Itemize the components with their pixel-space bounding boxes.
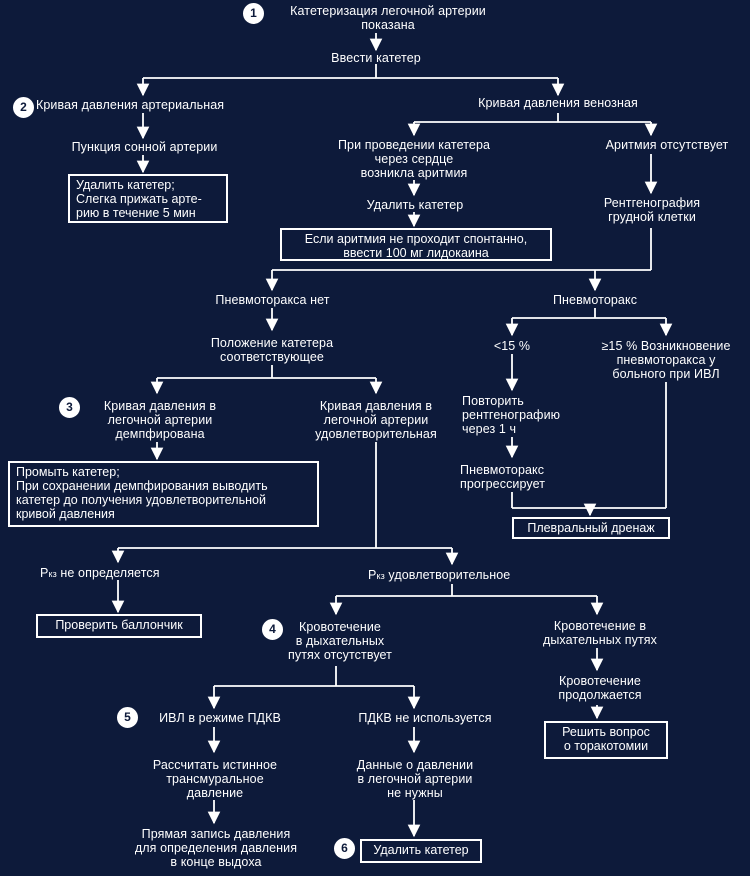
node-carotid-puncture: Пункция сонной артерии — [71, 140, 218, 154]
box-flush-catheter: Промыть катетер; При сохранении демпфиро… — [8, 461, 319, 527]
node-pkz-satisfactory: Pкз удовлетворительное — [368, 568, 511, 582]
node-repeat-xray: Повторить рентгенографию через 1 ч — [462, 394, 561, 436]
node-direct-recording: Прямая запись давления для определения д… — [134, 827, 298, 869]
box-remove-catheter-final: Удалить катетер — [360, 839, 482, 863]
node-15-or-more-ventilated: ≥15 % Возникновение пневмоторакса у боль… — [601, 339, 731, 381]
node-no-pneumothorax: Пневмоторакса нет — [215, 293, 330, 307]
node-pneumothorax: Пневмоторакс — [552, 293, 638, 307]
node-insert-catheter: Ввести катетер — [331, 51, 421, 65]
box-thoracotomy: Решить вопрос о торакотомии — [544, 721, 668, 759]
node-pkz-not-determined: Pкз не определяется — [40, 566, 160, 580]
step-number-1: 1 — [243, 3, 264, 24]
box-check-balloon: Проверить баллончик — [36, 614, 202, 638]
pkz-subscript: кз — [376, 571, 385, 581]
node-venous-pressure-curve: Кривая давления венозная — [478, 96, 638, 110]
node-satisfactory-curve: Кривая давления в легочной артерии удовл… — [315, 399, 437, 441]
pkz-satisfactory-text: удовлетворительное — [388, 568, 511, 582]
node-remove-catheter: Удалить катетер — [366, 198, 464, 212]
node-no-airway-bleeding: Кровотечение в дыхательных путях отсутст… — [288, 620, 392, 662]
pkz-not-determined-text: не определяется — [60, 566, 160, 580]
node-catheter-position-ok: Положение катетера соответствующее — [210, 336, 334, 364]
step-number-4: 4 — [262, 619, 283, 640]
node-arrhythmia-absent: Аритмия отсутствует — [605, 138, 729, 152]
step-number-2: 2 — [13, 97, 34, 118]
step-number-3: 3 — [59, 397, 80, 418]
box-remove-catheter-press-artery: Удалить катетер; Слегка прижать арте- ри… — [68, 174, 228, 223]
box-pleural-drainage: Плевральный дренаж — [512, 517, 670, 539]
node-peep-not-used: ПДКВ не используется — [358, 711, 492, 725]
node-calc-transmural: Рассчитать истинное трансмуральное давле… — [152, 758, 278, 800]
node-bleeding-continues: Кровотечение продолжается — [558, 674, 642, 702]
step-number-6: 6 — [334, 838, 355, 859]
node-arterial-pressure-curve: Кривая давления артериальная — [36, 98, 225, 112]
node-damped-curve: Кривая давления в легочной артерии демпф… — [103, 399, 217, 441]
node-ivl-peep: ИВЛ в режиме ПДКВ — [159, 711, 281, 725]
node-airway-bleeding: Кровотечение в дыхательных путях — [542, 619, 658, 647]
node-pneumothorax-progresses: Пневмоторакс прогрессирует — [460, 463, 546, 491]
node-less-than-15: <15 % — [493, 339, 531, 353]
step-number-5: 5 — [117, 707, 138, 728]
box-lidocaine: Если аритмия не проходит спонтанно, ввес… — [280, 228, 552, 261]
pkz-subscript: кз — [48, 569, 57, 579]
node-arrhythmia-occurred: При проведении катетера через сердце воз… — [337, 138, 491, 180]
node-chest-xray: Рентгенография грудной клетки — [603, 196, 701, 224]
node-catheterization-indicated: Катетеризация легочной артерии показана — [290, 4, 486, 32]
node-data-not-needed: Данные о давлении в легочной артерии не … — [356, 758, 474, 800]
